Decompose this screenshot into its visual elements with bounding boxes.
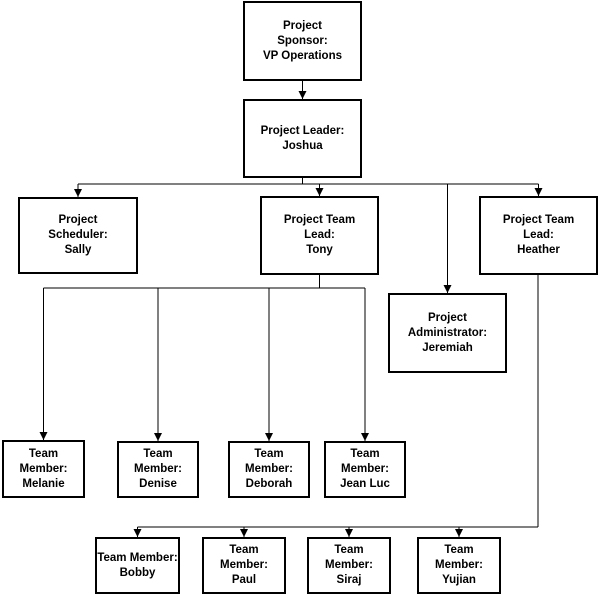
node-team-member-bobby: Team Member: Bobby [95,537,180,594]
node-label: Project Administrator: Jeremiah [407,311,488,354]
node-team-member-denise: Team Member: Denise [117,441,199,498]
node-label: Project Leader: Joshua [260,124,345,152]
node-project-scheduler: Project Scheduler: Sally [18,197,138,274]
node-label: Team Member: Yujian [435,544,483,586]
node-team-lead-heather: Project Team Lead: Heather [479,196,598,275]
node-label: Team Member: Melanie [19,447,68,490]
node-label: Team Member: Jean Luc [340,448,390,490]
node-label: Project Sponsor: VP Operations [262,19,343,62]
node-project-leader: Project Leader: Joshua [243,99,362,178]
node-label: Project Scheduler: Sally [48,214,108,256]
node-team-lead-tony: Project Team Lead: Tony [260,196,379,275]
node-project-sponsor: Project Sponsor: VP Operations [243,1,362,81]
node-label: Team Member: Deborah [245,448,293,490]
node-label: Team Member: Paul [220,544,268,586]
node-team-member-melanie: Team Member: Melanie [2,440,85,498]
node-project-administrator: Project Administrator: Jeremiah [388,293,507,373]
node-team-member-paul: Team Member: Paul [202,537,286,594]
node-label: Team Member: Denise [134,448,182,490]
node-team-member-jean-luc: Team Member: Jean Luc [324,441,406,498]
node-label: Project Team Lead: Heather [502,214,575,256]
node-label: Project Team Lead: Tony [283,214,356,256]
node-label: Team Member: Bobby [97,551,178,579]
node-team-member-siraj: Team Member: Siraj [307,537,391,594]
node-team-member-deborah: Team Member: Deborah [228,441,310,498]
node-team-member-yujian: Team Member: Yujian [417,537,501,594]
node-label: Team Member: Siraj [325,544,373,586]
